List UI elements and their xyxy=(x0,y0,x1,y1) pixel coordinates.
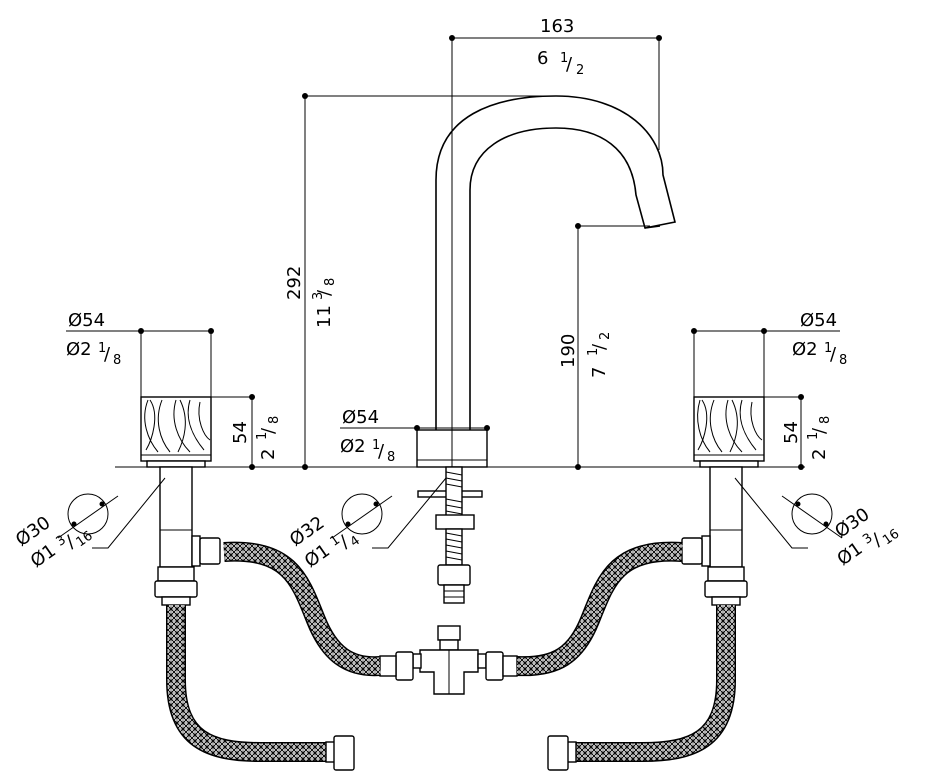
handle-left-dia-mm: Ø54 xyxy=(68,310,105,331)
svg-text:/: / xyxy=(314,289,335,296)
handle-left-dia-inch-whole: Ø2 xyxy=(66,339,92,360)
total-height-inch-num: 3 xyxy=(311,292,326,300)
hole-callout-left: Ø30 Ø1 3 / 16 xyxy=(12,477,166,572)
spout-height-inch-whole: 7 xyxy=(589,367,610,378)
handle-left-height-inch-num: 1 xyxy=(255,432,270,440)
dim-spout-base-diameter: Ø54 Ø2 1 / 8 xyxy=(340,407,490,465)
handle-left-dia-inch-den: 8 xyxy=(113,353,121,368)
handle-right-height-inch-den: 8 xyxy=(818,416,833,424)
handle-right-height-inch-whole: 2 xyxy=(809,449,830,460)
total-height-inch-den: 8 xyxy=(323,278,338,286)
spout-height-mm: 190 xyxy=(558,334,579,368)
handle-left-height-inch-whole: 2 xyxy=(258,449,279,460)
hose-left-to-tee xyxy=(223,541,381,677)
dim-total-height: 292 11 3 / 8 xyxy=(284,93,556,470)
valve-body-right xyxy=(681,466,748,606)
handle-left-height-mm: 54 xyxy=(230,421,251,444)
handle-left xyxy=(140,396,212,468)
total-height-mm: 292 xyxy=(284,266,305,300)
spout-base-dia-inch-num: 1 xyxy=(372,438,380,453)
svg-text:/: / xyxy=(378,441,385,462)
spout-reach-inch-den: 2 xyxy=(576,63,584,78)
dim-handle-right-diameter: Ø54 Ø2 1 / 8 xyxy=(691,310,847,397)
total-height-inch-whole: 11 xyxy=(314,305,335,328)
spout-shank xyxy=(417,466,483,604)
spout xyxy=(416,95,676,468)
svg-text:/: / xyxy=(589,343,610,350)
handle-right-dia-mm: Ø54 xyxy=(800,310,837,331)
svg-text:/: / xyxy=(104,344,111,365)
svg-text:/: / xyxy=(830,344,837,365)
handle-right-height-inch-num: 1 xyxy=(806,432,821,440)
handle-right-dia-inch-den: 8 xyxy=(839,353,847,368)
spout-reach-inch-num: 1 xyxy=(560,51,568,66)
hose-left-supply xyxy=(166,605,355,771)
handle-left-dia-inch-num: 1 xyxy=(98,341,106,356)
handle-right-dia-inch-num: 1 xyxy=(824,341,832,356)
dim-handle-left-height: 54 2 1 / 8 xyxy=(211,394,282,470)
spout-base-dia-inch-den: 8 xyxy=(387,450,395,465)
dim-spout-height: 190 7 1 / 2 xyxy=(558,223,650,470)
hole-callout-right: Ø30 Ø1 3 / 16 xyxy=(734,477,902,570)
spout-reach-inch-whole: 6 xyxy=(537,48,548,69)
handle-right xyxy=(693,396,765,468)
handle-left-height-inch-den: 8 xyxy=(267,416,282,424)
dim-handle-left-diameter: Ø54 Ø2 1 / 8 xyxy=(66,310,214,397)
valve-body-left xyxy=(154,466,221,606)
hose-right-to-tee xyxy=(516,541,683,677)
dim-handle-right-height: 54 2 1 / 8 xyxy=(764,394,833,470)
dim-spout-reach: 163 6 1 / 2 xyxy=(449,16,662,467)
spout-base-dia-inch-whole: Ø2 xyxy=(340,436,366,457)
spout-height-inch-den: 2 xyxy=(598,332,613,340)
spout-reach-mm: 163 xyxy=(540,16,574,37)
tee-connector xyxy=(379,625,518,695)
svg-text:/: / xyxy=(258,427,279,434)
svg-text:/: / xyxy=(566,54,573,75)
spout-base-dia-mm: Ø54 xyxy=(342,407,379,428)
spout-height-inch-num: 1 xyxy=(586,348,601,356)
svg-text:/: / xyxy=(809,427,830,434)
hole-right-inch-whole: Ø1 xyxy=(833,538,866,570)
hose-right-supply xyxy=(547,605,736,771)
handle-right-height-mm: 54 xyxy=(781,421,802,444)
handle-right-dia-inch-whole: Ø2 xyxy=(792,339,818,360)
